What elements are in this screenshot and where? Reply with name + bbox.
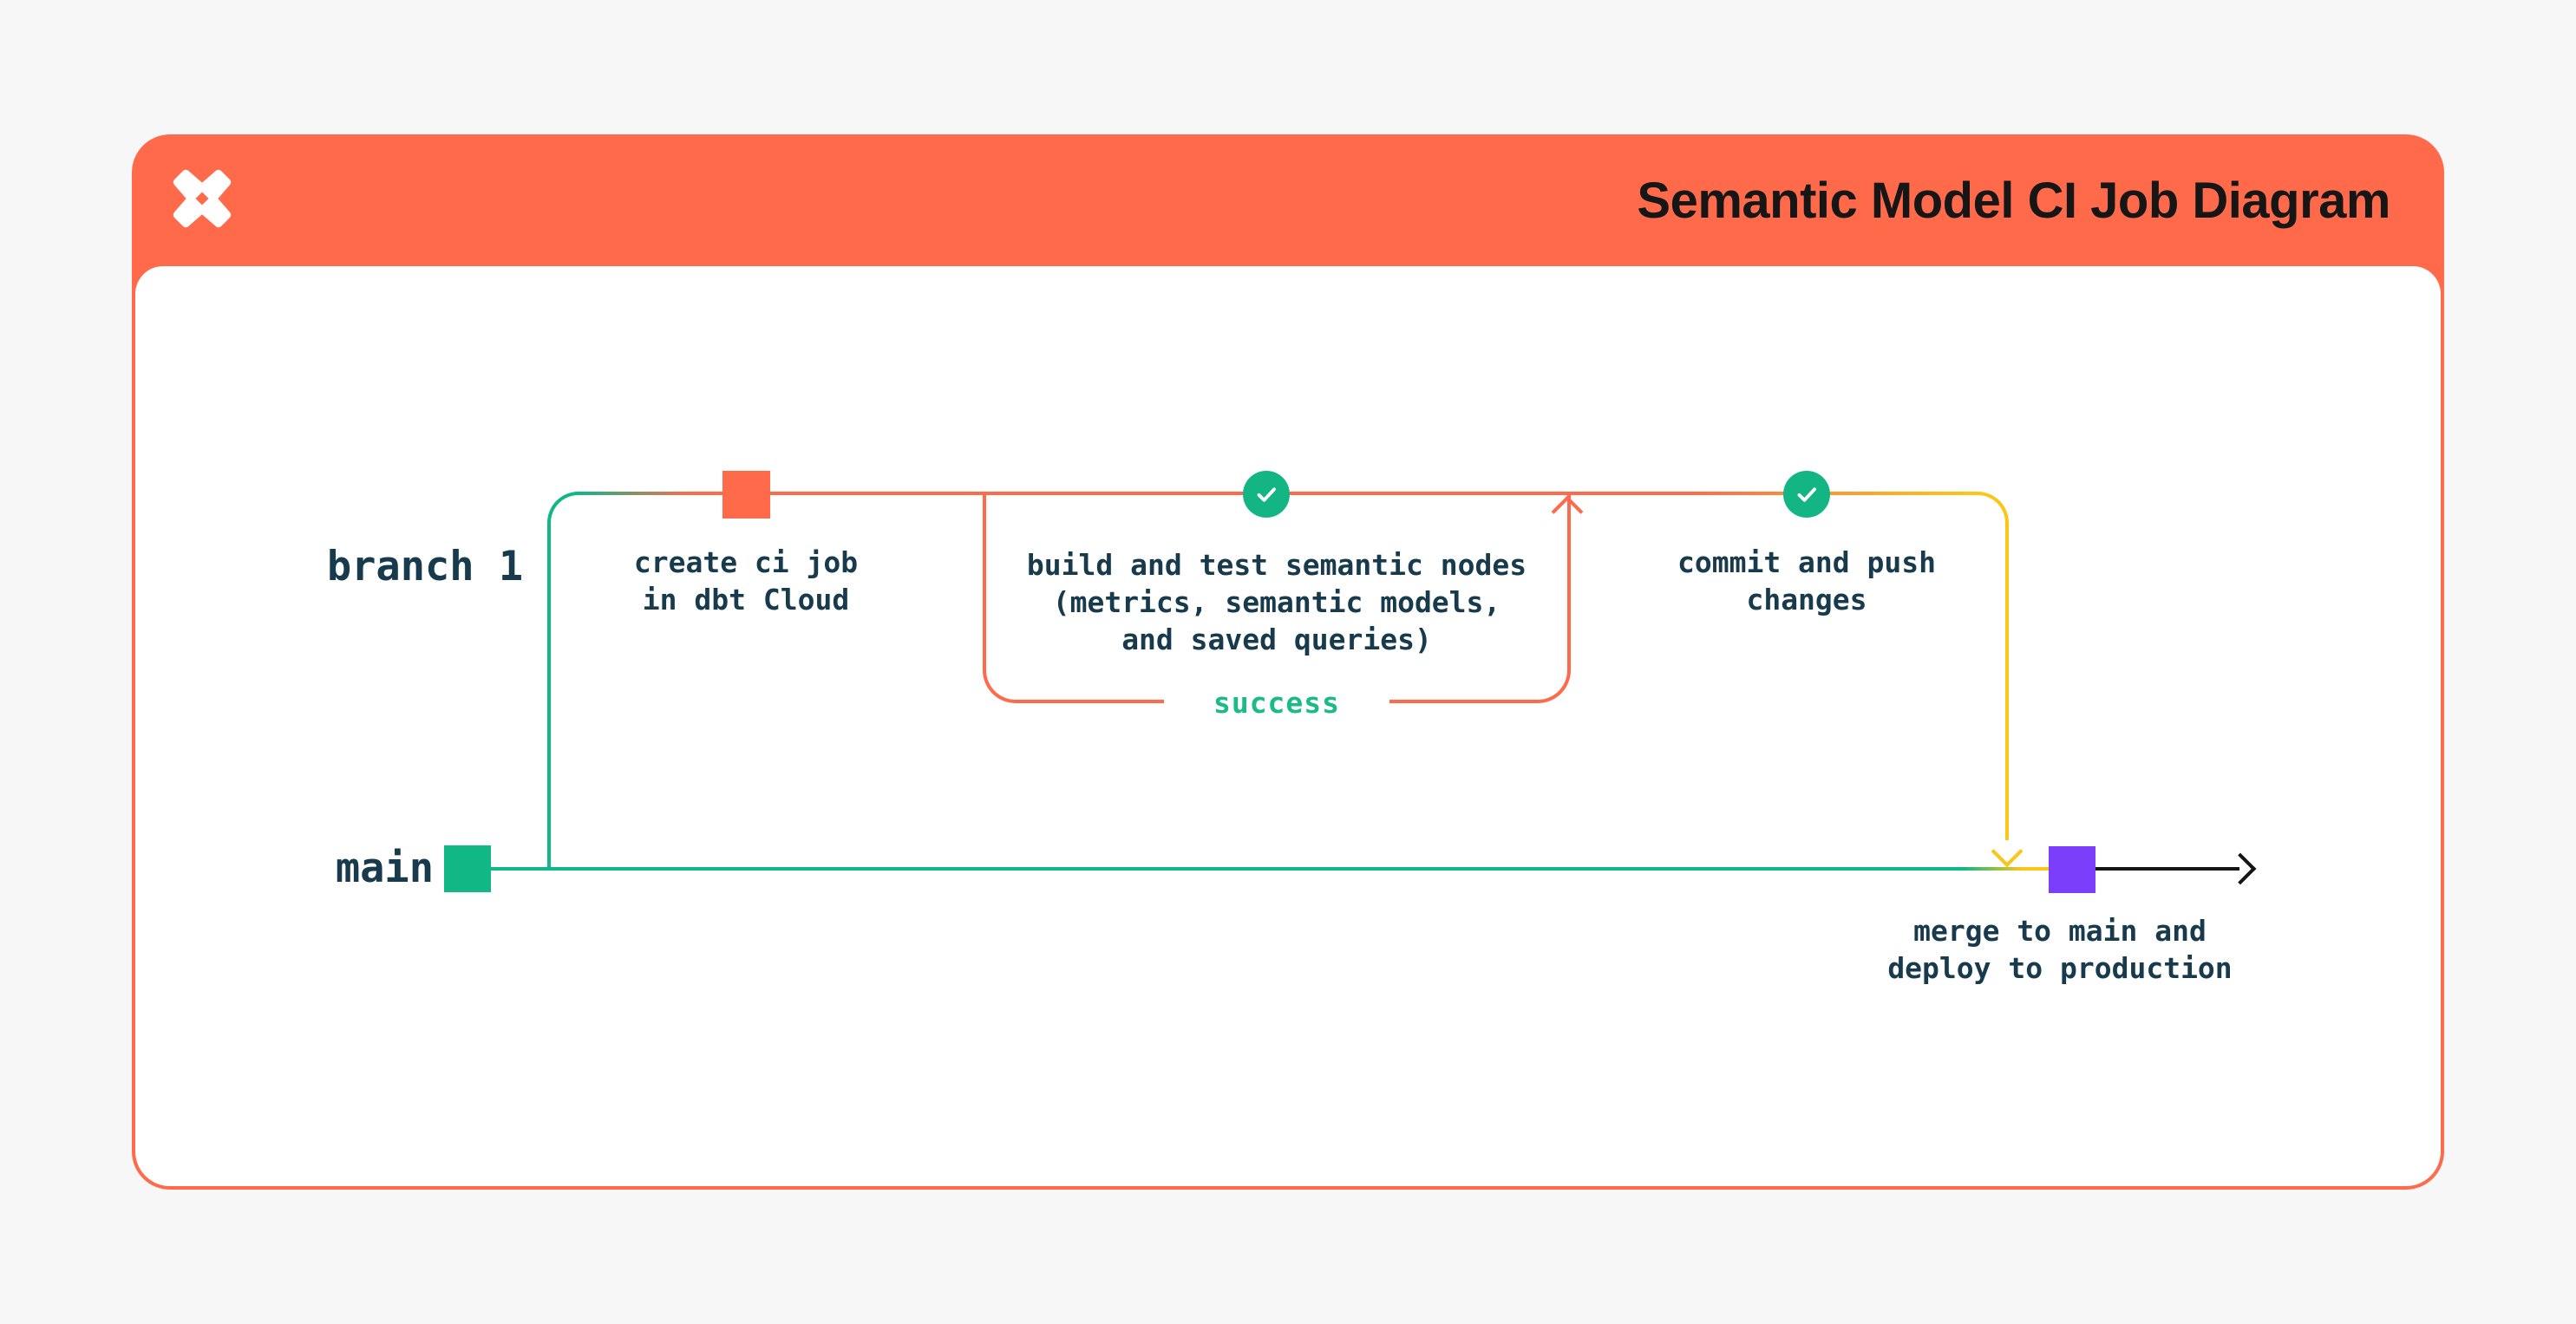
dbt-logo-icon: [173, 169, 232, 228]
caption-build-and-test: build and test semantic nodes (metrics, …: [994, 546, 1559, 658]
merge-arrowhead-down-icon: [1991, 835, 2024, 868]
main-lane-label: main: [335, 845, 434, 892]
main-branch-line: [467, 867, 2050, 871]
success-loop-label: success: [1164, 685, 1389, 721]
check-circle-commit: [1783, 471, 1830, 518]
caption-line: and saved queries): [1121, 623, 1432, 656]
caption-line: create ci job: [633, 545, 859, 579]
caption-line: build and test semantic nodes: [1026, 548, 1527, 582]
caption-line: (metrics, semantic models,: [1052, 585, 1501, 619]
branch-corner-top-left: [547, 492, 582, 526]
deploy-arrow-line: [2095, 867, 2239, 871]
card-header: Semantic Model CI Job Diagram: [132, 134, 2444, 266]
commit-node-main: [444, 845, 491, 892]
check-icon: [1797, 487, 1816, 502]
branch-line-green-to-orange: [580, 492, 724, 495]
check-circle-build: [1243, 471, 1290, 518]
caption-merge-to-main: merge to main and deploy to production: [1843, 912, 2277, 987]
branch-line-orange-to-yellow: [1691, 492, 1974, 495]
caption-line: merge to main and: [1913, 914, 2207, 948]
page-title: Semantic Model CI Job Diagram: [1637, 172, 2390, 229]
commit-node-merge: [2049, 846, 2095, 893]
diagram-card: Semantic Model CI Job Diagram: [132, 134, 2444, 1190]
deploy-arrowhead-right-icon: [2224, 852, 2257, 885]
commit-node-create-ci: [722, 471, 770, 519]
caption-line: commit and push: [1677, 545, 1936, 579]
caption-line: in dbt Cloud: [642, 583, 850, 616]
merge-corner-top-right: [1974, 492, 2009, 526]
caption-create-ci-job: create ci job in dbt Cloud: [572, 544, 919, 618]
merge-vertical-line: [2005, 523, 2009, 840]
branch-line-orange: [722, 492, 1691, 495]
caption-line: deploy to production: [1887, 951, 2233, 985]
caption-line: changes: [1746, 583, 1867, 616]
card-body: [135, 266, 2441, 1186]
check-icon: [1257, 487, 1276, 502]
branch-lane-label: branch 1: [326, 543, 524, 590]
branch-vertical-line: [547, 523, 551, 869]
caption-commit-and-push: commit and push changes: [1633, 544, 1980, 618]
